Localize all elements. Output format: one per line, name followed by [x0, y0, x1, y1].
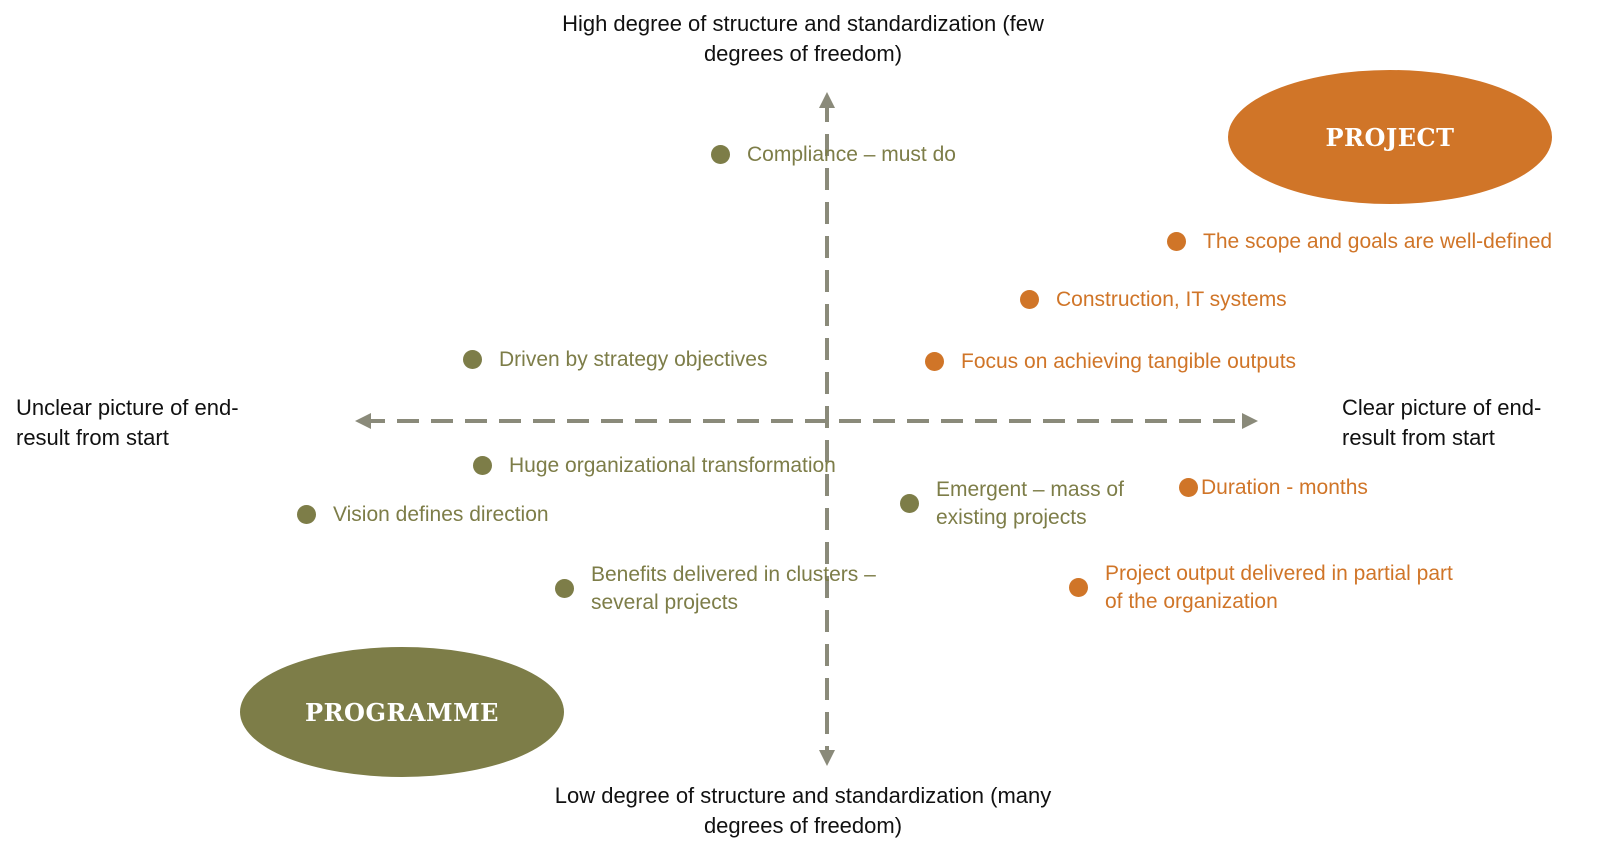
axis-label-right: Clear picture of end- result from start [1342, 395, 1542, 450]
programme-ellipse: PROGRAMME [240, 647, 564, 777]
project-point-label: Construction, IT systems [1056, 288, 1287, 311]
axis-label-top: High degree of structure and standardiza… [562, 11, 1044, 66]
programme-point-emergent: Emergent – mass of existing projects [900, 476, 1124, 532]
project-point-scope: The scope and goals are well-defined [1167, 228, 1552, 256]
project-point-duration: Duration - months [1179, 474, 1368, 502]
olive-bullet-icon [473, 456, 492, 475]
project-point-construction: Construction, IT systems [1020, 286, 1287, 314]
olive-bullet-icon [463, 350, 482, 369]
olive-bullet-icon [900, 494, 919, 513]
orange-bullet-icon [925, 352, 944, 371]
programme-point-label: Vision defines direction [333, 503, 549, 526]
orange-bullet-icon [1020, 290, 1039, 309]
programme-point-label: Driven by strategy objectives [499, 348, 768, 371]
programme-point-vision: Vision defines direction [297, 501, 549, 529]
orange-bullet-icon [1179, 478, 1198, 497]
programme-ellipse-label: PROGRAMME [305, 697, 499, 727]
programme-point-benefits: Benefits delivered in clusters – several… [555, 561, 876, 617]
programme-point-label: Huge organizational transformation [509, 454, 836, 477]
project-point-label: Project output delivered in partial part… [1105, 562, 1453, 613]
programme-point-label: Emergent – mass of existing projects [936, 478, 1124, 529]
orange-bullet-icon [1069, 578, 1088, 597]
olive-bullet-icon [555, 579, 574, 598]
programme-point-label: Compliance – must do [747, 143, 956, 166]
olive-bullet-icon [297, 505, 316, 524]
axis-label-left: Unclear picture of end- result from star… [16, 395, 239, 450]
project-point-output: Project output delivered in partial part… [1069, 560, 1453, 616]
programme-point-transformation: Huge organizational transformation [473, 452, 836, 480]
project-point-label: Focus on achieving tangible outputs [961, 350, 1297, 373]
olive-bullet-icon [711, 145, 730, 164]
programme-point-strategy: Driven by strategy objectives [463, 346, 767, 374]
axis-label-bottom: Low degree of structure and standardizat… [554, 783, 1052, 838]
project-point-tangible: Focus on achieving tangible outputs [925, 348, 1296, 376]
project-point-label: Duration - months [1201, 476, 1368, 499]
programme-point-compliance: Compliance – must do [711, 141, 956, 169]
project-point-label: The scope and goals are well-defined [1203, 230, 1553, 253]
project-ellipse-label: PROJECT [1325, 122, 1455, 152]
project-ellipse: PROJECT [1228, 70, 1552, 204]
orange-bullet-icon [1167, 232, 1186, 251]
programme-point-label: Benefits delivered in clusters – several… [591, 563, 876, 614]
